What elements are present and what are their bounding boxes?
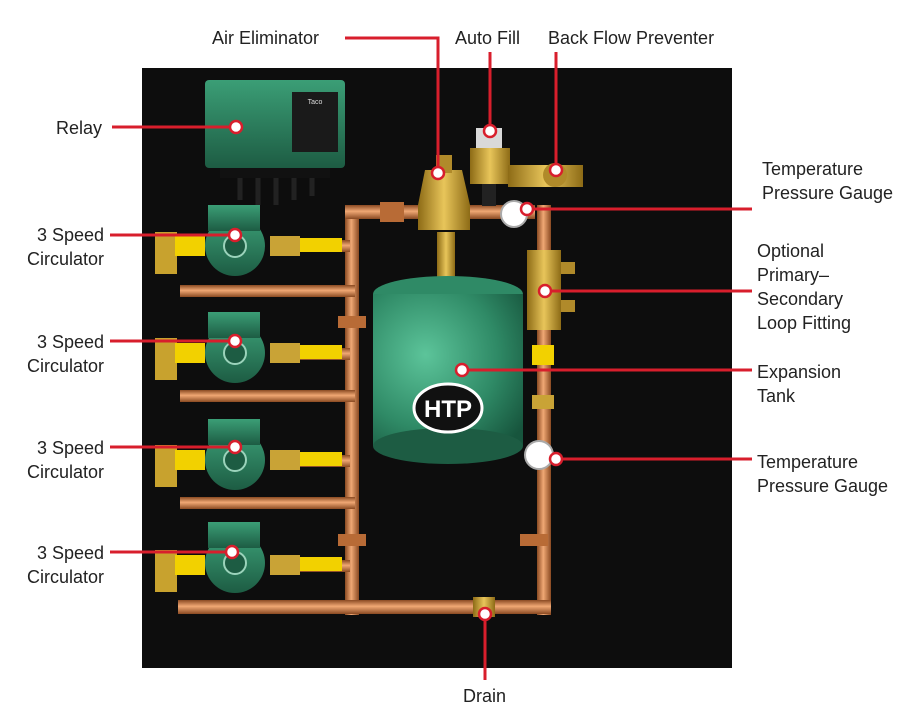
circulator-pump-1 [155, 205, 342, 276]
label-circulator-1-line-2: Circulator [26, 249, 104, 269]
loop-fitting [527, 250, 575, 409]
relay-brand-text: Taco [308, 99, 323, 106]
label-loop-fitting-line-2: Primary– [757, 265, 830, 285]
label-expansion-tank-line-1: Expansion [757, 362, 842, 382]
label-circulator-2-line-2: Circulator [26, 356, 104, 376]
label-temp-gauge-top-line-2: Pressure Gauge [762, 183, 894, 203]
pointer-dots [224, 119, 564, 622]
label-temp-gauge-top-line-1: Temperature [762, 159, 864, 179]
label-temp-gauge-bottom: Temperature Pressure Gauge [757, 450, 888, 498]
pointer-air-eliminator [345, 36, 440, 173]
relay-box: Taco [205, 80, 345, 205]
label-temp-gauge-bottom-line-1: Temperature [757, 452, 859, 472]
circulators [155, 205, 342, 593]
label-temp-gauge-bottom-line-2: Pressure Gauge [757, 476, 889, 496]
label-circulator-4-line-2: Circulator [26, 567, 104, 587]
label-expansion-tank: Expansion Tank [757, 360, 841, 408]
back-flow-preventer [508, 163, 583, 187]
circulator-pump-3 [155, 419, 342, 490]
tank-logo-text: HTP [424, 396, 472, 423]
label-circulator-2-line-1: 3 Speed [36, 332, 104, 352]
label-loop-fitting-line-4: Loop Fitting [757, 313, 852, 333]
auto-fill-valve [470, 128, 510, 206]
label-auto-fill: Auto Fill [455, 28, 521, 48]
label-circulator-1-line-1: 3 Speed [36, 225, 104, 245]
label-circulator-2: 3 Speed Circulator [14, 330, 104, 378]
label-relay: Relay [56, 118, 103, 138]
label-loop-fitting-line-3: Secondary [757, 289, 844, 309]
circulator-pump-4 [155, 522, 342, 593]
air-eliminator [418, 155, 470, 230]
label-air-eliminator: Air Eliminator [212, 28, 320, 48]
label-temp-gauge-top: Temperature Pressure Gauge [762, 157, 893, 205]
label-circulator-3-line-1: 3 Speed [36, 438, 104, 458]
temperature-gauge-bottom [524, 440, 554, 470]
label-loop-fitting: Optional Primary– Secondary Loop Fitting [757, 239, 851, 335]
label-back-flow-preventer: Back Flow Preventer [548, 28, 715, 48]
label-expansion-tank-line-2: Tank [757, 386, 796, 406]
label-circulator-1: 3 Speed Circulator [14, 223, 104, 271]
label-loop-fitting-line-1: Optional [757, 241, 825, 261]
label-circulator-3: 3 Speed Circulator [14, 436, 104, 484]
circulator-pump-2 [155, 312, 342, 383]
label-circulator-4-line-1: 3 Speed [36, 543, 104, 563]
label-drain: Drain [463, 686, 507, 706]
pointer-lines [110, 36, 752, 680]
label-circulator-3-line-2: Circulator [26, 462, 104, 482]
label-circulator-4: 3 Speed Circulator [14, 541, 104, 589]
